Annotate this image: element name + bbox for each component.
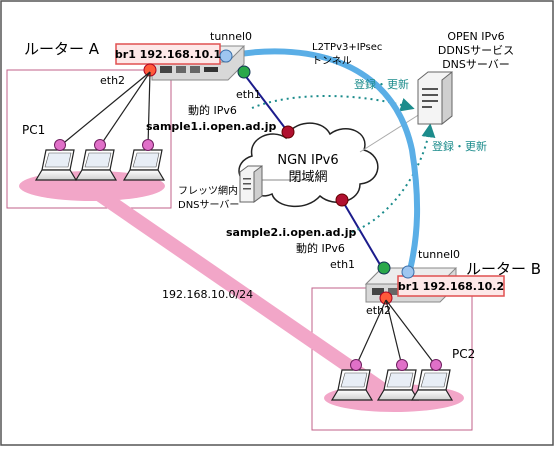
eth1-port-a — [237, 65, 251, 79]
l2tp-tunnel — [225, 48, 421, 273]
pc-a-3-icon-port — [142, 139, 154, 151]
pc-b-1-icon-port — [350, 359, 362, 371]
pc-b-3-icon-port — [430, 359, 442, 371]
router-a-eth2-label: eth2 — [100, 74, 125, 87]
pc-b-1-icon — [330, 359, 374, 401]
pc-b-2-icon-port — [396, 359, 408, 371]
flets-label-line1: フレッツ網内 — [178, 184, 238, 197]
ngn-endpoint-a — [281, 125, 295, 139]
lan-box-a — [6, 69, 172, 209]
ddns-label-line3: DNSサーバー — [442, 58, 510, 71]
pc-a-1-icon-port — [54, 139, 66, 151]
pc-a-2-icon-port — [94, 139, 106, 151]
flets-dns-server-icon — [239, 165, 263, 203]
pc1-label: PC1 — [22, 123, 45, 137]
ngn-line-a — [243, 73, 289, 133]
pc-group-b — [330, 359, 454, 401]
lan-bridge-link — [83, 181, 402, 405]
tunnel0-port-b — [401, 265, 415, 279]
router-b-eth1-label: eth1 — [330, 258, 355, 271]
router-a-tunnel-label: tunnel0 — [210, 30, 252, 43]
router-a-eth1-label: eth1 — [236, 88, 261, 101]
lan-wires-b — [355, 299, 437, 367]
pc-a-3-icon — [122, 139, 166, 181]
pc2-label: PC2 — [452, 347, 475, 361]
tunnel-label-line1: L2TPv3+IPsec — [312, 42, 382, 53]
register-arrow-b — [351, 123, 436, 233]
ngn-label-line1: NGN IPv6 — [277, 153, 338, 168]
tunnel-label-line2: トンネル — [312, 55, 352, 67]
tunnel0-port-a — [219, 49, 233, 63]
ngn-endpoint-b — [335, 193, 349, 207]
register-label-bottom: 登録・更新 — [432, 139, 487, 153]
eth1-port-b — [377, 261, 391, 275]
pc-b-3-icon — [410, 359, 454, 401]
lan-wires-a — [59, 71, 151, 147]
ddns-server-icon — [417, 70, 453, 126]
pc-group-a — [34, 139, 166, 181]
router-b-title: ルーター B — [466, 260, 541, 278]
pc-a-2-icon — [74, 139, 118, 181]
ddns-link — [359, 113, 421, 153]
router-b-label-box — [397, 275, 505, 297]
router-b-hostname: sample2.i.open.ad.jp — [226, 226, 356, 239]
register-label-top: 登録・更新 — [354, 77, 409, 91]
pc-b-2-icon — [376, 359, 420, 401]
router-b-eth2-label: eth2 — [366, 304, 391, 317]
router-a-address: br1 192.168.10.1 — [115, 48, 221, 61]
pc-a-1-icon — [34, 139, 78, 181]
router-a-ipv6-label: 動的 IPv6 — [188, 103, 237, 117]
ngn-line-b — [341, 199, 383, 269]
router-a-title: ルーター A — [24, 40, 100, 58]
lan-subnet-label: 192.168.10.0/24 — [162, 288, 253, 301]
eth2-port-b — [379, 291, 393, 305]
ngn-label-line2: 閉域網 — [288, 170, 327, 185]
router-a-hostname: sample1.i.open.ad.jp — [146, 120, 276, 133]
router-b-address: br1 192.168.10.2 — [398, 280, 504, 293]
ddns-label-line2: DDNSサービス — [438, 44, 514, 57]
ddns-label-line1: OPEN IPv6 — [447, 30, 504, 43]
router-b-ipv6-label: 動的 IPv6 — [296, 241, 345, 255]
router-b-tunnel-label: tunnel0 — [418, 248, 460, 261]
flets-label-line2: DNSサーバー — [178, 199, 239, 211]
